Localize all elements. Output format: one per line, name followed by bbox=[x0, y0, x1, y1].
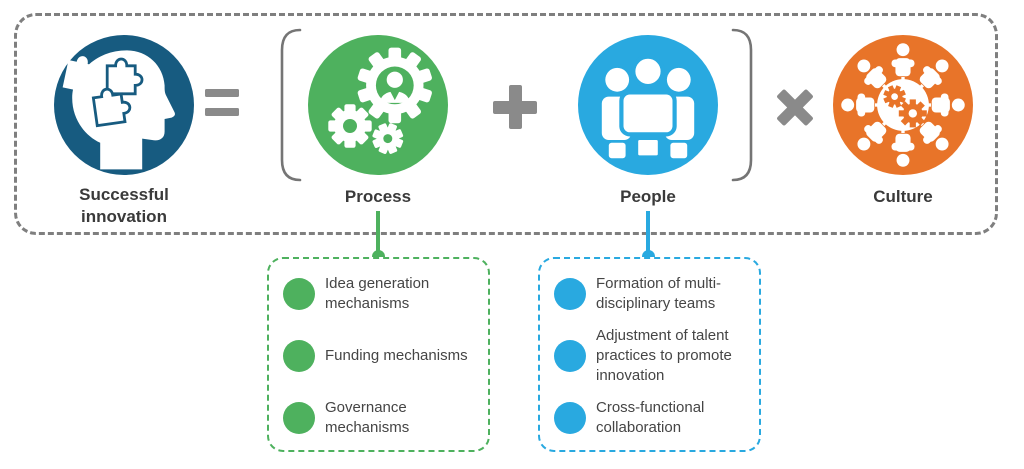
people-label: People bbox=[620, 187, 676, 206]
process-details-box: Idea generation mechanisms Funding mecha… bbox=[267, 257, 490, 452]
process-gears-icon bbox=[328, 47, 432, 154]
list-item: Funding mechanisms bbox=[283, 340, 476, 372]
process-item-label: Idea generation mechanisms bbox=[325, 275, 430, 312]
culture-circle bbox=[833, 35, 973, 175]
process-label: Process bbox=[344, 187, 412, 206]
process-item-label: Funding mechanisms bbox=[325, 347, 468, 364]
list-item: Idea generation mechanisms bbox=[283, 274, 476, 314]
list-item: Cross-functional collaboration bbox=[554, 398, 747, 438]
plus-operator bbox=[493, 85, 537, 129]
people-item-label: Cross-functional collaboration bbox=[596, 399, 705, 436]
people-group-icon bbox=[601, 54, 695, 160]
equation-dashed-frame bbox=[14, 13, 998, 235]
culture-network-icon bbox=[841, 43, 965, 167]
people-item-label: Adjustment of talent practices to promot… bbox=[596, 327, 732, 384]
list-item: Adjustment of talent practices to promot… bbox=[554, 326, 747, 386]
open-bracket bbox=[280, 28, 302, 182]
successful-innovation-circle bbox=[54, 35, 194, 175]
equals-operator bbox=[205, 89, 239, 117]
blue-bullet-icon bbox=[554, 402, 586, 434]
green-bullet-icon bbox=[283, 278, 315, 310]
close-bracket bbox=[731, 28, 753, 182]
green-bullet-icon bbox=[283, 402, 315, 434]
equals-bar-bottom bbox=[205, 108, 239, 116]
plus-bar-vertical bbox=[508, 85, 522, 129]
people-details-box: Formation of multi-disciplinary teams Ad… bbox=[538, 257, 761, 452]
people-connector-line bbox=[646, 211, 650, 253]
blue-bullet-icon bbox=[554, 278, 586, 310]
process-circle bbox=[308, 35, 448, 175]
people-circle bbox=[578, 35, 718, 175]
green-bullet-icon bbox=[283, 340, 315, 372]
process-connector-line bbox=[376, 211, 380, 253]
people-item-label: Formation of multi-disciplinary teams bbox=[596, 275, 722, 312]
head-puzzle-icon bbox=[62, 50, 175, 170]
culture-label: Culture bbox=[873, 187, 933, 206]
times-operator bbox=[776, 88, 814, 126]
successful-innovation-label: Successful innovation bbox=[79, 185, 169, 226]
equals-bar-top bbox=[205, 89, 239, 97]
process-item-label: Governance mechanisms bbox=[325, 399, 410, 436]
blue-bullet-icon bbox=[554, 340, 586, 372]
list-item: Formation of multi-disciplinary teams bbox=[554, 274, 747, 314]
list-item: Governance mechanisms bbox=[283, 398, 476, 438]
